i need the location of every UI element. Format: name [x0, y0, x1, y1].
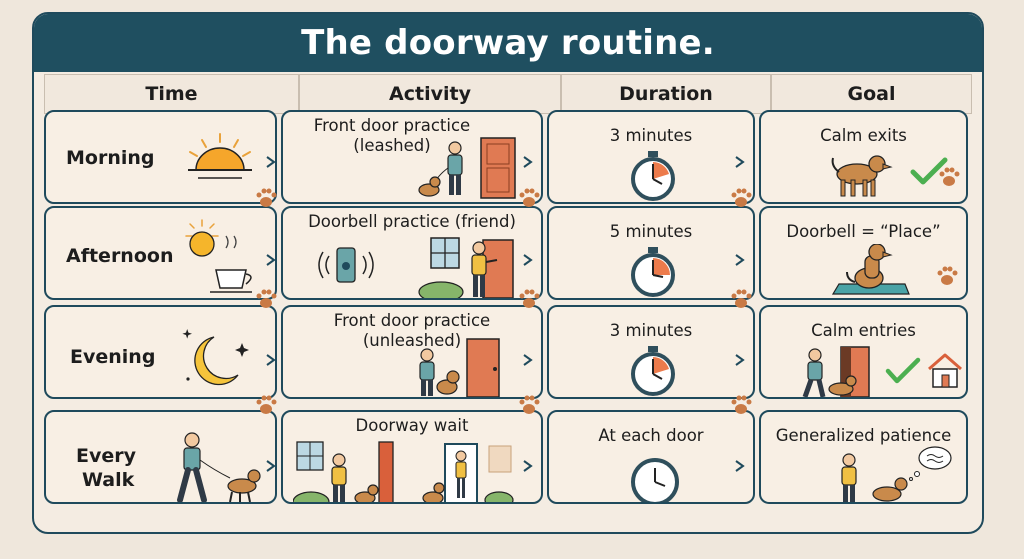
arrow-icon — [266, 354, 276, 366]
goal-cell-evening: Calm entries — [759, 305, 968, 399]
time-label: Morning — [66, 147, 155, 169]
person-dog-door-icon — [419, 338, 500, 397]
column-header-duration: Duration — [561, 74, 771, 114]
person-at-door-icon — [418, 237, 514, 298]
check-icon — [910, 157, 948, 185]
person-dog-door-icon — [418, 137, 516, 199]
page-title: The doorway routine. — [34, 14, 982, 72]
activity-text: Front door practice — [333, 311, 491, 330]
goal-text: Doorbell = “Place” — [786, 222, 941, 241]
duration-cell-evening: 3 minutes — [547, 305, 755, 399]
time-cell-morning: Morning — [44, 110, 277, 204]
activity-text: Doorbell practice (friend) — [308, 212, 516, 231]
duration-text: At each door — [598, 426, 704, 445]
arrow-icon — [523, 156, 533, 168]
activity-cell-evening: Front door practice (unleashed) — [281, 305, 543, 399]
goal-text: Generalized patience — [775, 426, 952, 445]
paw-print-icon — [731, 395, 752, 414]
activity-text: Doorway wait — [355, 416, 469, 435]
table-row: Evening Front door practice (unleashed) — [44, 305, 972, 399]
arrow-icon — [266, 460, 276, 472]
arrow-icon — [266, 254, 276, 266]
duration-cell-morning: 3 minutes — [547, 110, 755, 204]
arrow-icon — [735, 156, 745, 168]
time-label: Evening — [70, 346, 156, 368]
duration-text: 5 minutes — [609, 222, 693, 241]
paw-print-icon — [519, 188, 540, 207]
arrow-icon — [735, 354, 745, 366]
sun-coffee-icon — [185, 219, 252, 293]
activity-cell-morning: Front door practice (leashed) — [281, 110, 543, 204]
arrow-icon — [523, 354, 533, 366]
arrow-icon — [735, 254, 745, 266]
doorbell-icon — [318, 247, 374, 283]
person-dog-doorway-icon — [293, 441, 394, 502]
paw-print-icon — [519, 289, 540, 308]
check-icon — [885, 357, 921, 384]
dog-waiting-doorway-icon — [422, 443, 514, 502]
table-row: Every Walk Doorway wait — [44, 410, 972, 504]
time-label: Every — [76, 445, 137, 467]
activity-cell-afternoon: Doorbell practice (friend) — [281, 206, 543, 300]
paw-print-icon — [256, 289, 277, 308]
activity-text: (unleashed) — [362, 331, 462, 350]
activity-text: Front door practice — [313, 116, 471, 135]
stopwatch-icon — [631, 346, 675, 396]
column-header-time: Time — [44, 74, 299, 114]
column-header-activity: Activity — [299, 74, 561, 114]
person-walking-dog-icon — [177, 432, 261, 502]
arrow-icon — [523, 460, 533, 472]
goal-cell-morning: Calm exits — [759, 110, 968, 204]
column-header-goal: Goal — [771, 74, 972, 114]
clock-icon — [631, 458, 679, 502]
stopwatch-icon — [631, 151, 675, 201]
duration-text: 3 minutes — [609, 126, 693, 145]
time-label: Afternoon — [66, 245, 174, 267]
table-row: Morning Front door practice (leashed) — [44, 110, 972, 204]
table-row: Afternoon Doorbell practice (friend) — [44, 206, 972, 300]
activity-text: (leashed) — [353, 136, 431, 155]
duration-cell-afternoon: 5 minutes — [547, 206, 755, 300]
duration-text: 3 minutes — [609, 321, 693, 340]
goal-cell-afternoon: Doorbell = “Place” — [759, 206, 968, 300]
activity-cell-every-walk: Doorway wait — [281, 410, 543, 504]
time-cell-evening: Evening — [44, 305, 277, 399]
paw-print-icon — [731, 289, 752, 308]
goal-cell-every-walk: Generalized patience — [759, 410, 968, 504]
table-header: Time Activity Duration Goal — [44, 74, 972, 114]
routine-table: The doorway routine. Time Activity Durat… — [32, 12, 984, 534]
paw-print-icon — [731, 188, 752, 207]
sunrise-icon — [188, 133, 252, 179]
arrow-icon — [523, 254, 533, 266]
moon-stars-icon — [182, 329, 249, 386]
paw-print-icon — [256, 395, 277, 414]
dog-on-mat-icon — [831, 244, 910, 295]
paw-print-icon — [937, 266, 958, 285]
goal-text: Calm entries — [811, 321, 916, 340]
paw-print-icon — [519, 395, 540, 414]
time-label: Walk — [82, 469, 135, 491]
stopwatch-icon — [631, 247, 675, 297]
time-cell-afternoon: Afternoon — [44, 206, 277, 300]
person-dog-thinking-icon — [841, 446, 952, 502]
house-icon — [928, 353, 962, 388]
paw-print-icon — [256, 188, 277, 207]
duration-cell-every-walk: At each door — [547, 410, 755, 504]
paw-print-icon — [939, 167, 960, 186]
standing-dog-icon — [831, 155, 893, 197]
arrow-icon — [735, 460, 745, 472]
time-cell-every-walk: Every Walk — [44, 410, 277, 504]
goal-text: Calm exits — [820, 126, 907, 145]
person-dog-entering-icon — [802, 346, 870, 397]
arrow-icon — [266, 156, 276, 168]
